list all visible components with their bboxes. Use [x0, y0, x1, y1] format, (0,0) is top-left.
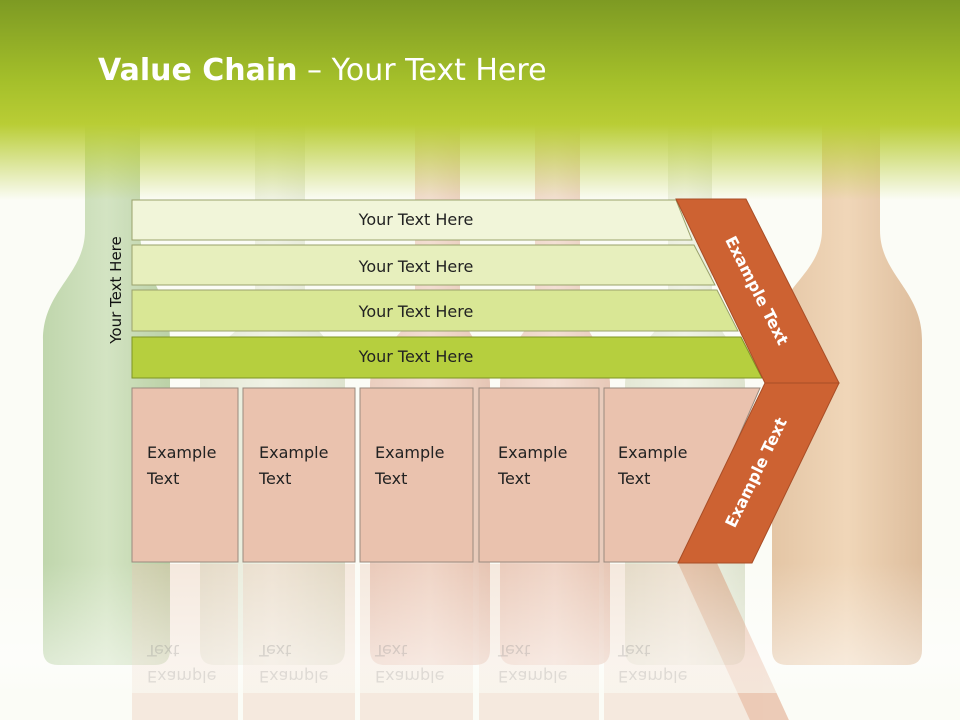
row-label: Your Text Here — [358, 257, 474, 276]
title-bold: Value Chain — [98, 53, 298, 88]
arrow-bottom — [677, 382, 840, 564]
box-text-line1: Example — [375, 443, 444, 462]
row-bar: Your Text Here — [131, 199, 693, 241]
box-text-line1: Example — [259, 443, 328, 462]
box-text-line1: Example — [618, 443, 687, 462]
row-bar: Your Text Here — [131, 289, 739, 332]
bottle-right — [772, 120, 922, 665]
box-text-line2: Text — [497, 469, 530, 488]
title-rest: – Your Text Here — [297, 53, 547, 88]
row-bar: Your Text Here — [131, 336, 763, 379]
example-box: Example Text — [359, 387, 474, 563]
example-box: Example Text — [478, 387, 600, 563]
box-text-line2: Text — [258, 469, 291, 488]
box-text-line1: Example — [147, 443, 216, 462]
box-text-line2: Text — [146, 469, 179, 488]
example-box: Example Text — [131, 387, 239, 563]
row-bar: Your Text Here — [131, 244, 716, 286]
box-text-line2: Text — [617, 469, 650, 488]
row-label: Your Text Here — [358, 347, 474, 366]
box-text-line1: Example — [498, 443, 567, 462]
row-label: Your Text Here — [358, 210, 474, 229]
header-band — [0, 0, 960, 200]
row-label: Your Text Here — [358, 302, 474, 321]
example-box: Example Text — [242, 387, 356, 563]
slide-title: Value Chain – Your Text Here — [98, 53, 547, 88]
box-text-line2: Text — [374, 469, 407, 488]
